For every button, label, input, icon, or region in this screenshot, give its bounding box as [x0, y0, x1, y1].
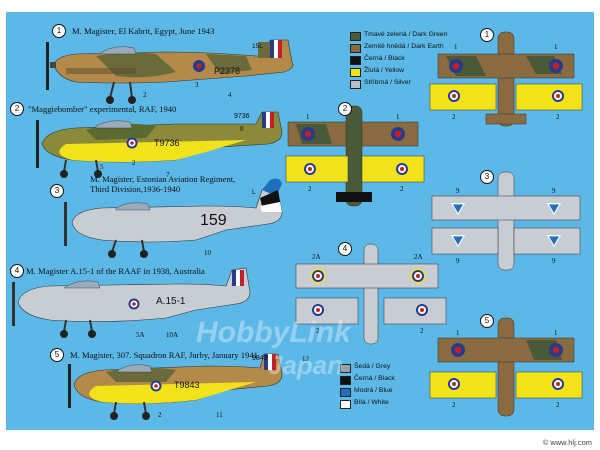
plan4-callout-a: 2A — [312, 253, 321, 261]
callout-9: 9 — [140, 251, 144, 259]
plan2-callout-b: 1 — [396, 113, 400, 121]
tailcode-1: 15L — [252, 43, 263, 50]
legend-label-silver: Stříbrná / Silver — [364, 79, 411, 86]
plan5-callout-c: 2 — [452, 401, 456, 409]
legend-label-white: Bílá / White — [354, 399, 389, 406]
plan4-callout-d: 2 — [420, 327, 424, 335]
decal-sheet: 1 M. Magister, El Kabrit, Egypt, June 19… — [6, 12, 594, 430]
callout-4: 4 — [228, 91, 232, 99]
plan-number-2: 2 — [338, 102, 352, 116]
callout-3: 3 — [195, 81, 199, 89]
plan-number-4: 4 — [338, 242, 352, 256]
profile-number-1: 1 — [52, 24, 66, 38]
legend-swatch-black — [350, 56, 361, 65]
profile-number-3: 3 — [50, 184, 64, 198]
plan1-callout-b: 1 — [554, 43, 558, 51]
legend-label-grey: Šedá / Grey — [354, 363, 391, 370]
profile-2-aircraft — [36, 111, 283, 178]
plan-number-3: 3 — [480, 170, 494, 184]
profile-number-4: 4 — [10, 264, 24, 278]
plan3-callout-a: 9 — [456, 187, 460, 195]
serial-2: T9736 — [154, 138, 180, 148]
legend-swatch-white — [340, 400, 351, 409]
plan5-callout-a: 1 — [456, 329, 460, 337]
legend-label-dark-green: Tmavě zelená / Dark Green — [364, 31, 448, 38]
legend-label-black-2: Černá / Black — [354, 375, 395, 382]
callout-2b: 2 — [132, 159, 136, 167]
plan2-callout-a: 1 — [306, 113, 310, 121]
code-3: 159 — [200, 212, 227, 229]
profile-3-aircraft — [64, 178, 283, 258]
plan4-callout-b: 2A — [414, 253, 423, 261]
profile-caption-3b: Third Division,1936-1940 — [90, 184, 181, 194]
plan-3-views — [431, 171, 581, 271]
callout-2c: 2 — [158, 411, 162, 419]
plan5-callout-d: 2 — [556, 401, 560, 409]
plan-2-views — [285, 105, 425, 207]
legend-swatch-yellow — [350, 68, 361, 77]
profile-caption-2: "Maggiebomber" experimental, RAF, 1940 — [28, 104, 177, 114]
profile-5-aircraft — [68, 353, 283, 420]
plan-5-views — [429, 317, 583, 417]
plan2-callout-d: 2 — [400, 185, 404, 193]
plan3-callout-b: 9 — [552, 187, 556, 195]
profile-4-aircraft — [12, 267, 251, 338]
plan1-callout-d: 2 — [556, 113, 560, 121]
legend-swatch-dark-green — [350, 32, 361, 41]
tailcode-5: 9843 — [252, 355, 268, 362]
callout-5: 5 — [100, 163, 104, 171]
callout-12: 12 — [302, 355, 309, 363]
profile-caption-1: M. Magister, El Kabrit, Egypt, June 1943 — [72, 26, 215, 36]
profile-caption-5: M. Magister, 307. Squadron RAF, Jurby, J… — [70, 350, 258, 360]
callout-2: 2 — [143, 91, 147, 99]
legend-swatch-black-2 — [340, 376, 351, 385]
callout-10: 10 — [204, 249, 211, 257]
legend-label-dark-earth: Zemitě hnědá / Dark Earth — [364, 43, 444, 50]
plan-number-1: 1 — [480, 28, 494, 42]
legend-swatch-blue — [340, 388, 351, 397]
serial-1: P2378 — [214, 66, 241, 76]
profile-number-2: 2 — [10, 102, 24, 116]
legend-swatch-silver — [350, 80, 361, 89]
artwork — [12, 31, 583, 420]
plan-number-5: 5 — [480, 314, 494, 328]
plan5-callout-b: 1 — [554, 329, 558, 337]
plan3-callout-d: 9 — [552, 257, 556, 265]
legend-swatch-grey — [340, 364, 351, 373]
callout-11: 11 — [216, 411, 223, 419]
plan4-callout-c: 2 — [316, 327, 320, 335]
profile-1-aircraft — [46, 39, 294, 104]
callout-7: 7 — [166, 171, 170, 179]
plan1-callout-c: 2 — [452, 113, 456, 121]
legend-label-blue: Modrá / Blue — [354, 387, 393, 394]
legend-label-black: Černá / Black — [364, 55, 405, 62]
callout-10A: 10A — [166, 331, 179, 339]
plan1-callout-a: 1 — [454, 43, 458, 51]
profile-caption-4: M. Magister A.15-1 of the RAAF in 1938, … — [26, 266, 205, 276]
footer-copyright: © www.hlj.com — [542, 438, 592, 447]
watermark-line-1: HobbyLink — [196, 316, 351, 349]
plan-4-views — [295, 243, 447, 345]
plan-1-views — [429, 31, 583, 127]
serial-4: A.15-1 — [156, 296, 186, 307]
profile-number-5: 5 — [50, 348, 64, 362]
legend-label-yellow: Žlutá / Yellow — [364, 67, 405, 74]
serial-5: T9843 — [174, 380, 200, 390]
plan3-callout-c: 9 — [456, 257, 460, 265]
plan2-callout-c: 2 — [308, 185, 312, 193]
tailcode-3: L — [252, 189, 256, 196]
legend-swatch-dark-earth — [350, 44, 361, 53]
profile-caption-3a: M. Magister, Estonian Aviation Regiment, — [90, 174, 236, 184]
callout-5A: 5A — [136, 331, 145, 339]
callout-8: 8 — [240, 125, 244, 133]
watermark-line-2: Japan — [268, 350, 344, 380]
tailcode-2: 9736 — [234, 113, 250, 120]
